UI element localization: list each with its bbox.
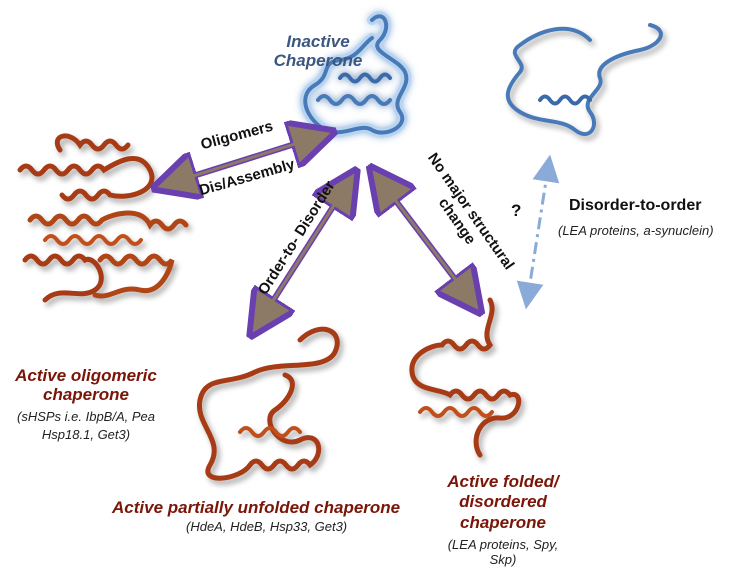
inactive-chaperone-label: Inactive Chaperone [273, 32, 363, 71]
partially-unfolded-title: Active partially unfolded chaperone [112, 498, 401, 517]
oligomeric-chaperone-structure [17, 133, 189, 303]
partially-unfolded-examples: (HdeA, HdeB, Hsp33, Get3) [186, 519, 348, 534]
inactive-chaperone-structure [300, 11, 412, 138]
oligomeric-chaperone-examples: (sHSPs i.e. IbpB/A, Pea Hsp18.1, Get3) [16, 409, 155, 443]
folded-disordered-examples: (LEA proteins, Spy, Skp) [447, 537, 559, 567]
folded-chaperone-structure [409, 297, 522, 458]
question-mark: ? [511, 201, 522, 220]
disordered-protein-structure [506, 23, 663, 137]
disorder-to-order-arrow [516, 154, 560, 310]
oligomeric-chaperone-title: Active oligomeric chaperone [15, 366, 157, 405]
folded-disordered-title: Active folded/ disordered chaperone [447, 472, 559, 532]
disorder-to-order-examples: (LEA proteins, a-synuclein) [558, 223, 714, 238]
disorder-to-order-label: Disorder-to-order [569, 197, 702, 214]
partially-unfolded-chaperone-structure [196, 326, 340, 481]
